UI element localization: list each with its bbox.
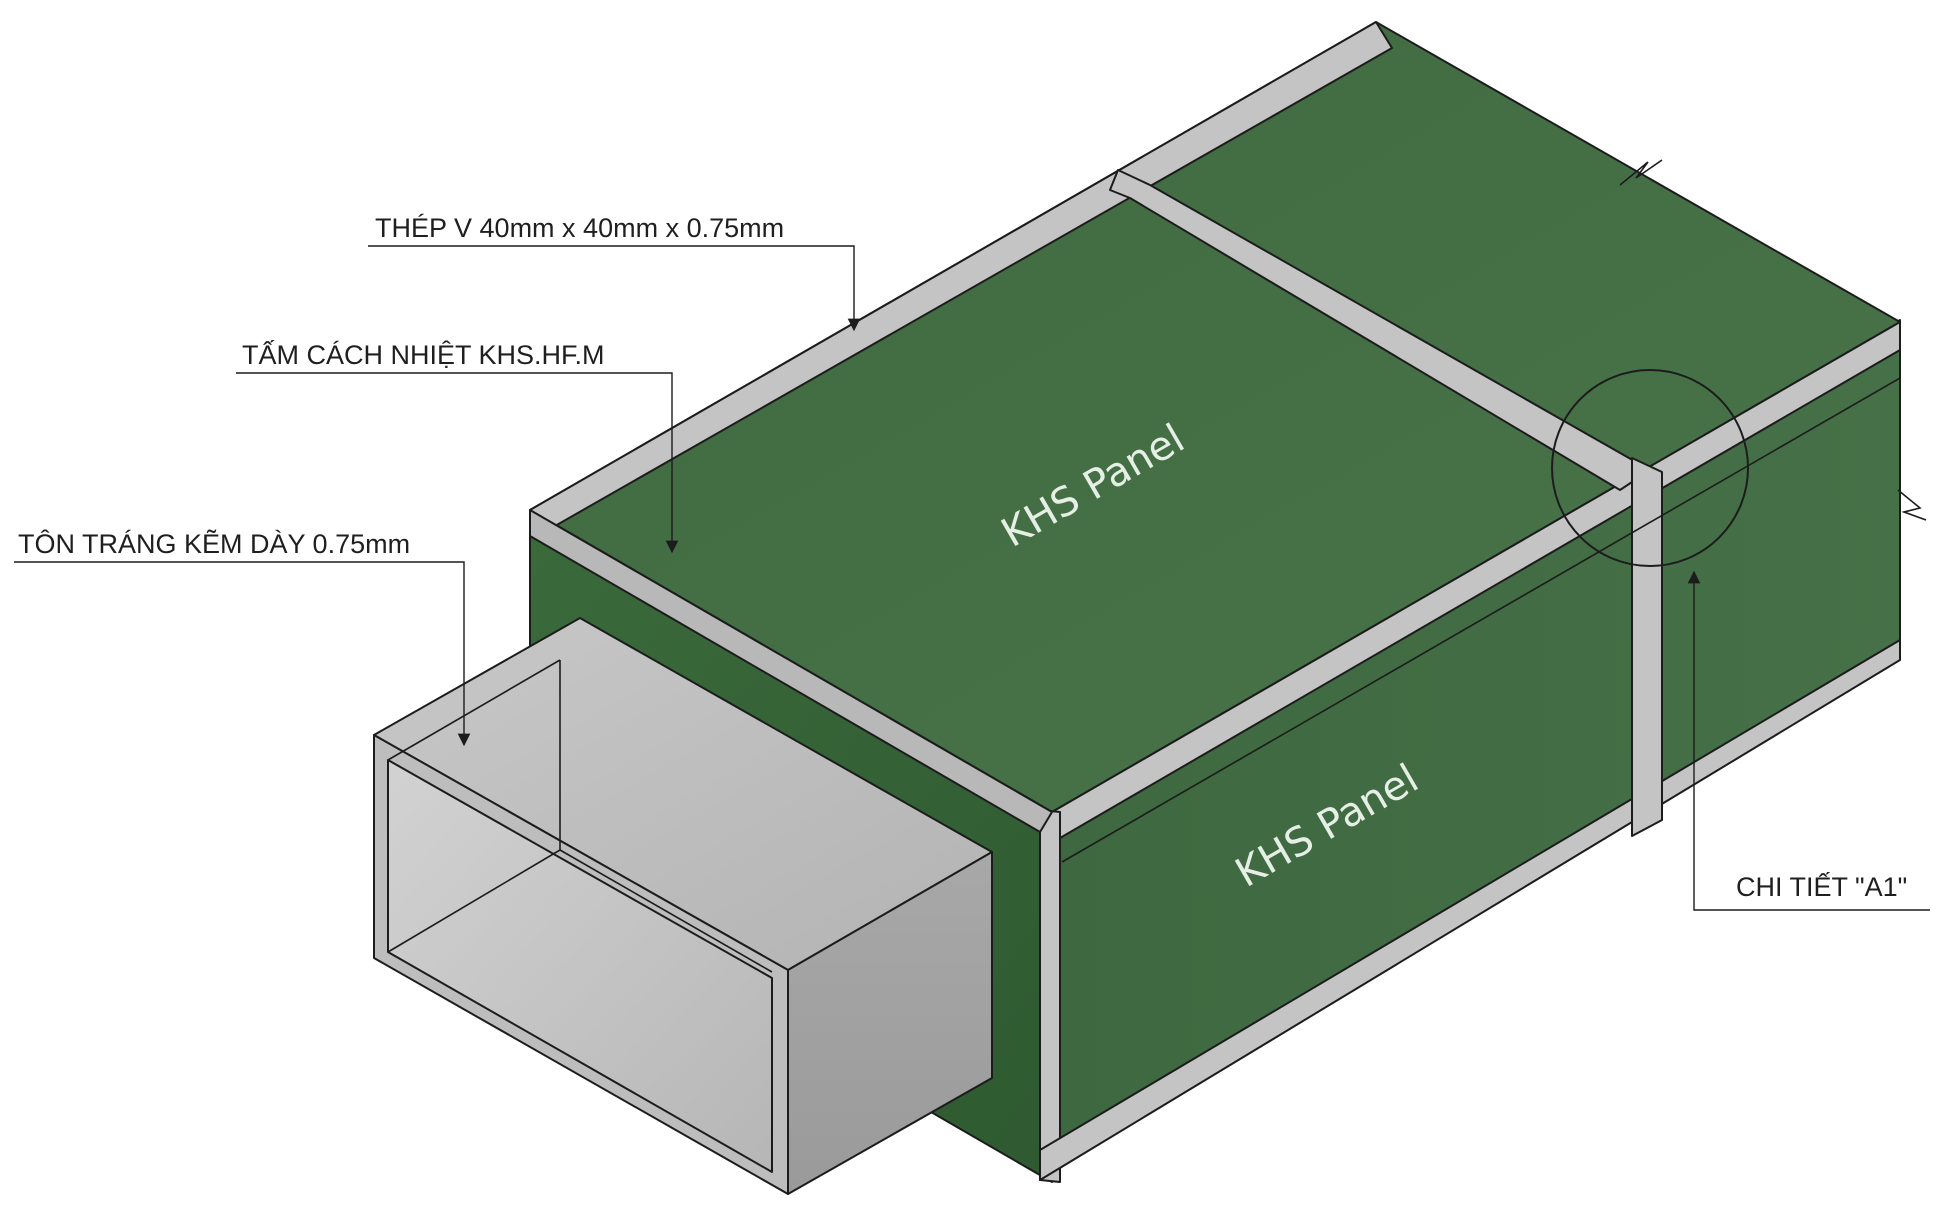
callout-steel-angle: THÉP V 40mm x 40mm x 0.75mm [368,213,861,332]
callout-detail-text: CHI TIẾT "A1" [1736,871,1907,902]
callout-galvanized-sheet: TÔN TRÁNG KẼM DÀY 0.75mm [14,528,471,747]
callout-galvanized-sheet-text: TÔN TRÁNG KẼM DÀY 0.75mm [18,528,410,559]
duct-opening [387,759,773,1173]
galvanized-duct [373,617,993,1195]
steel-angle-end-top [529,509,1053,833]
callout-detail: CHI TIẾT "A1" [1687,570,1930,911]
joint-band-side [1631,457,1663,837]
steel-angle-front-vertical [1039,809,1061,1183]
steel-angle-bottom [1039,639,1901,1181]
joint-band-top [1109,169,1651,491]
detail-a1-circle [1551,369,1749,567]
callout-insulation-panel: TẤM CÁCH NHIỆT KHS.HF.M [236,339,679,554]
callout-steel-angle-text: THÉP V 40mm x 40mm x 0.75mm [375,213,784,243]
break-mark-side [1897,489,1927,521]
break-mark-top [1619,159,1663,186]
callout-insulation-panel-text: TẤM CÁCH NHIỆT KHS.HF.M [242,339,605,370]
